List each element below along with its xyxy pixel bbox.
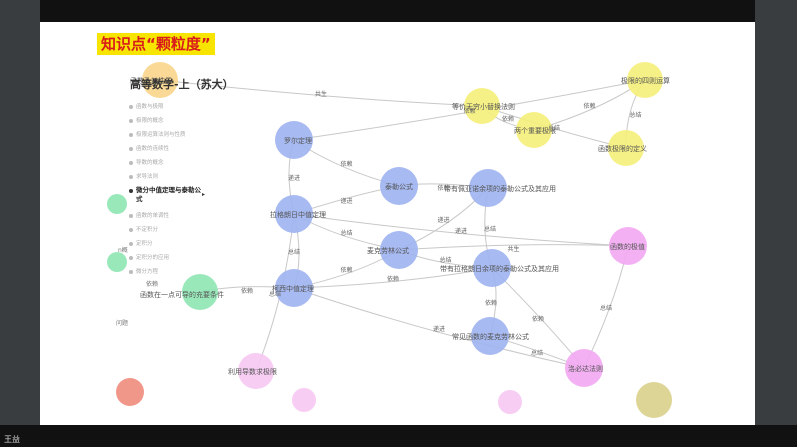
slide-title: 知识点“颗粒度” xyxy=(97,33,215,55)
graph-node-label: 函数及其性质 xyxy=(130,77,172,85)
graph-edge xyxy=(293,267,493,289)
graph-node[interactable] xyxy=(469,169,507,207)
graph-node-label: 函数的极值 xyxy=(610,243,645,251)
graph-node[interactable] xyxy=(471,317,509,355)
edge-label: 递进 xyxy=(340,198,353,205)
graph-node[interactable] xyxy=(516,112,552,148)
graph-edge xyxy=(398,244,629,251)
graph-node[interactable] xyxy=(473,249,511,287)
edge-label: 递进 xyxy=(455,228,468,235)
graph-node-label: 柯西中值定理 xyxy=(272,285,314,293)
edge-label: 总结 xyxy=(439,257,452,264)
chapter-item[interactable]: 函数的单调性 xyxy=(128,211,228,222)
edge-label: 递进 xyxy=(437,217,450,224)
top-black-bar xyxy=(0,0,797,22)
edge-label: 总结 xyxy=(629,112,642,119)
edge-label: 总结 xyxy=(531,350,544,357)
edge-label: 依赖 xyxy=(340,267,353,274)
graph-node[interactable] xyxy=(142,62,178,98)
chapter-item[interactable]: 极限运算法则与性质 xyxy=(128,130,228,141)
expand-arrow-icon[interactable]: ▸ xyxy=(202,192,206,198)
graph-node[interactable] xyxy=(609,227,647,265)
graph-node-label: 带有拉格朗日余项的泰勒公式及其应用 xyxy=(440,265,559,273)
edge-label: 递进 xyxy=(433,326,446,333)
edge-label: 总结 xyxy=(288,249,301,256)
edge-label: 总结 xyxy=(600,305,613,312)
graph-node[interactable] xyxy=(636,382,672,418)
chapter-item[interactable]: 求导法则 xyxy=(128,172,228,183)
bottom-black-bar xyxy=(0,425,797,447)
graph-node[interactable] xyxy=(498,390,522,414)
edge-label: 总结 xyxy=(269,290,282,298)
graph-node-label: 等价无穷小替换法则 xyxy=(452,103,515,111)
graph-node[interactable] xyxy=(275,269,313,307)
edge-label: 依赖 xyxy=(437,185,450,192)
graph-edge xyxy=(293,213,629,247)
graph-node[interactable] xyxy=(275,121,313,159)
edge-label: 依赖 xyxy=(463,108,476,115)
edge-label: 依赖 xyxy=(241,288,254,295)
chapter-item[interactable]: 定积分 xyxy=(128,239,228,250)
graph-node[interactable] xyxy=(380,231,418,269)
chapter-item[interactable]: 不定积分 xyxy=(128,225,228,236)
edge-label: 依赖 xyxy=(583,103,596,110)
graph-node[interactable] xyxy=(116,378,144,406)
graph-edge xyxy=(159,79,483,107)
graph-node-label: 罗尔定理 xyxy=(284,137,312,145)
graph-node-label: 函数极限的定义 xyxy=(598,145,647,153)
graph-node-label: 常见函数的麦克劳林公式 xyxy=(452,333,529,341)
graph-node-label: 拉格朗日中值定理 xyxy=(270,211,326,219)
graph-node[interactable] xyxy=(238,353,274,389)
graph-node-label: 两个重要极限 xyxy=(514,127,556,135)
graph-node[interactable] xyxy=(380,167,418,205)
edge-label: 递进 xyxy=(288,175,301,182)
chapter-item[interactable]: 微分方程 xyxy=(128,267,228,278)
graph-node-label: 洛必达法则 xyxy=(568,365,603,373)
chapter-item[interactable]: 极限的概念 xyxy=(128,116,228,127)
edge-label: 依赖 xyxy=(532,316,545,323)
graph-node[interactable] xyxy=(107,252,127,272)
graph-node-label: 带有佩亚诺余项的泰勒公式及其应用 xyxy=(444,185,556,193)
corner-label: n概 xyxy=(118,247,128,254)
graph-node[interactable] xyxy=(565,349,603,387)
course-title: 高等数学-上（苏大） xyxy=(130,78,234,91)
graph-node[interactable] xyxy=(608,130,644,166)
chapter-item-active[interactable]: 微分中值定理与泰勒公式 xyxy=(128,186,206,208)
edge-label: 依赖 xyxy=(340,161,353,168)
edge-label: 共生 xyxy=(507,246,520,253)
chapter-item[interactable]: 导数的概念 xyxy=(128,158,228,169)
edge-label: 依赖 xyxy=(387,276,400,283)
graph-node[interactable] xyxy=(464,88,500,124)
presenter-name: 王益 xyxy=(4,435,20,444)
graph-node-label: 极限的四则运算 xyxy=(621,77,670,85)
left-video-panel xyxy=(0,0,40,447)
knowledge-graph[interactable]: 罗尔定理拉格朗日中值定理柯西中值定理 泰勒公式麦克劳林公式 带有佩亚诺余项的泰勒公式… xyxy=(40,22,755,425)
corner-label: 依赖 xyxy=(146,281,159,288)
graph-node[interactable] xyxy=(107,194,127,214)
graph-edge xyxy=(293,287,585,369)
graph-node[interactable] xyxy=(627,62,663,98)
edge-label: 依赖 xyxy=(485,300,498,307)
presentation-slide: 罗尔定理拉格朗日中值定理柯西中值定理 泰勒公式麦克劳林公式 带有佩亚诺余项的泰勒公式… xyxy=(40,22,755,425)
edge-label: 总结 xyxy=(340,230,353,237)
graph-node-label: 函数在一点可导的充要条件 xyxy=(140,291,224,299)
edge-label: 总结 xyxy=(484,226,497,233)
graph-node[interactable] xyxy=(275,195,313,233)
corner-label: 问题 xyxy=(116,320,129,327)
graph-node-label: 麦克劳林公式 xyxy=(367,247,409,255)
edge-label: 共生 xyxy=(315,91,328,98)
chapter-item[interactable]: 函数的连续性 xyxy=(128,144,228,155)
right-video-panel xyxy=(755,0,797,447)
chapter-item[interactable]: 定积分的应用 xyxy=(128,253,228,264)
edge-label: 依赖 xyxy=(502,116,515,123)
chapter-list: 函数与极限 极限的概念 极限运算法则与性质 函数的连续性 导数的概念 求导法则 … xyxy=(128,102,228,281)
graph-node[interactable] xyxy=(182,274,218,310)
edge-label: 总结 xyxy=(548,125,561,132)
graph-node-label: 利用导数求极限 xyxy=(228,368,277,376)
chapter-item[interactable]: 函数与极限 xyxy=(128,102,228,113)
graph-node-label: 泰勒公式 xyxy=(385,183,413,191)
graph-node[interactable] xyxy=(292,388,316,412)
